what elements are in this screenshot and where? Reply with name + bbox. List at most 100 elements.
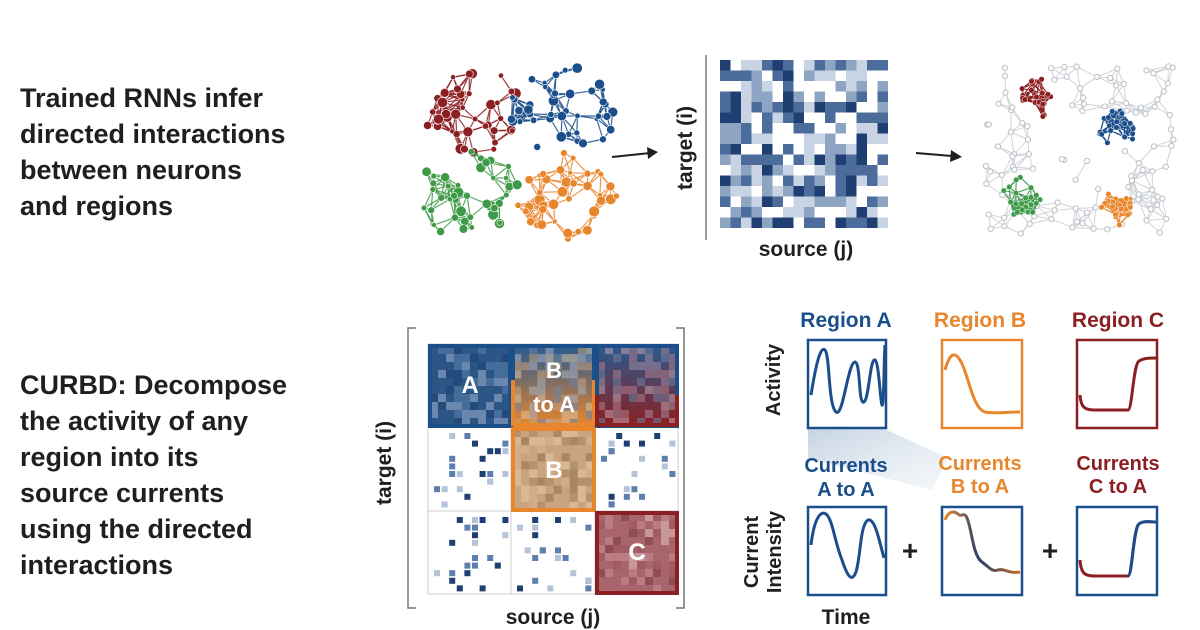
heading-line: interactions (20, 550, 174, 580)
matrix-ylabel: target (i) (674, 106, 697, 190)
network-node (556, 186, 568, 198)
current-ylabel: Current (741, 516, 763, 589)
sparse-cell (479, 585, 486, 592)
sparse-cell (487, 448, 494, 455)
sparse-cell (555, 555, 561, 561)
sparse-cell (456, 471, 463, 477)
clustered-network (982, 63, 1177, 237)
network-node (431, 222, 437, 228)
currents-a-to-a-title: A to A (817, 479, 874, 501)
network-graph (420, 62, 620, 243)
network-node (427, 206, 435, 214)
network-node (430, 172, 438, 180)
network-node (507, 87, 516, 96)
sparse-cell (441, 486, 448, 493)
cluster-node (1012, 200, 1019, 207)
current-b-to-a-trace (943, 510, 1021, 574)
sparse-cell (502, 471, 509, 477)
sparse-cell (669, 471, 676, 477)
network-node (454, 182, 462, 189)
block-b-to-a-cells (513, 346, 594, 427)
block-c-cells (597, 513, 677, 593)
network-node (526, 217, 535, 227)
region-b-title: Region B (934, 309, 1026, 332)
sparse-cell (441, 501, 448, 508)
network-node (569, 179, 578, 188)
cluster-node (1044, 91, 1051, 98)
cluster-node (1127, 120, 1134, 127)
cluster-node (1028, 87, 1035, 94)
region-b-activity-plot (940, 338, 1024, 430)
network-node (505, 163, 512, 170)
sparse-cell (472, 562, 478, 569)
heading-curbd: CURBD: Decompose the activity of any reg… (20, 367, 287, 583)
block-a-cells (430, 346, 510, 426)
network-node (458, 224, 469, 234)
network-node (436, 227, 446, 236)
sparse-cell (532, 577, 539, 584)
network-node (551, 89, 559, 98)
network-node (463, 191, 471, 200)
sparse-cell (494, 562, 501, 569)
current-a-to-a-plot (806, 505, 888, 597)
region-c-activity-trace (1078, 356, 1157, 412)
cluster-node (1105, 114, 1112, 121)
network-node (573, 129, 581, 137)
cluster-node (1012, 189, 1019, 196)
cluster-node (1036, 196, 1044, 203)
network-node (433, 113, 444, 125)
cluster-node (1109, 203, 1116, 210)
sparse-cell (517, 524, 523, 531)
block-c-label: C (628, 539, 645, 566)
sparse-cell (449, 471, 456, 477)
cluster-node (1130, 125, 1137, 132)
sparse-cell (449, 570, 456, 577)
sparse-cell (487, 478, 494, 485)
network-node (551, 70, 560, 79)
sparse-cell (472, 440, 478, 447)
heading-line: and regions (20, 191, 174, 221)
network-node (440, 172, 451, 183)
cluster-node (1019, 85, 1026, 92)
block-b-to-a-label: to A (533, 392, 575, 417)
sparse-cell (487, 555, 494, 561)
interaction-matrix: target (i) source (j) (674, 55, 888, 261)
network-node (455, 205, 467, 217)
sparse-cell (472, 555, 478, 561)
cluster-node (1007, 199, 1014, 206)
network-node (536, 188, 544, 196)
heading-line: region into its (20, 442, 199, 472)
network-node (498, 72, 504, 79)
network-node (429, 186, 437, 193)
network-node (460, 144, 469, 154)
sparse-cell (502, 517, 509, 523)
cluster-node (1039, 101, 1046, 108)
sparse-cell (479, 471, 486, 477)
sparse-cell (456, 517, 463, 523)
plus-icon: + (902, 535, 918, 566)
network-node (560, 149, 568, 157)
network-node (429, 108, 437, 116)
cluster-node (1022, 194, 1029, 201)
network-node (503, 191, 510, 199)
network-node (421, 166, 432, 177)
block-matrix: A B to A B C target (i) source (j) (373, 327, 685, 629)
network-node (491, 138, 499, 147)
network-node (490, 126, 499, 135)
network-node (562, 227, 573, 239)
cluster-node (1098, 131, 1105, 138)
network-node (594, 112, 602, 120)
sparse-cell (517, 585, 523, 592)
region-b-activity-trace (943, 353, 1021, 415)
funnel-highlight (808, 428, 948, 490)
current-c-to-a-plot (1075, 505, 1159, 597)
network-node (423, 121, 432, 130)
currents-a-to-a-title: Currents (804, 455, 887, 477)
sparse-cell (449, 433, 456, 439)
network-node (547, 111, 555, 119)
sparse-cell (464, 562, 471, 569)
heading-line: using the directed (20, 514, 253, 544)
heading-line: between neurons (20, 155, 243, 185)
network-node (556, 111, 567, 122)
network-node (450, 213, 459, 222)
